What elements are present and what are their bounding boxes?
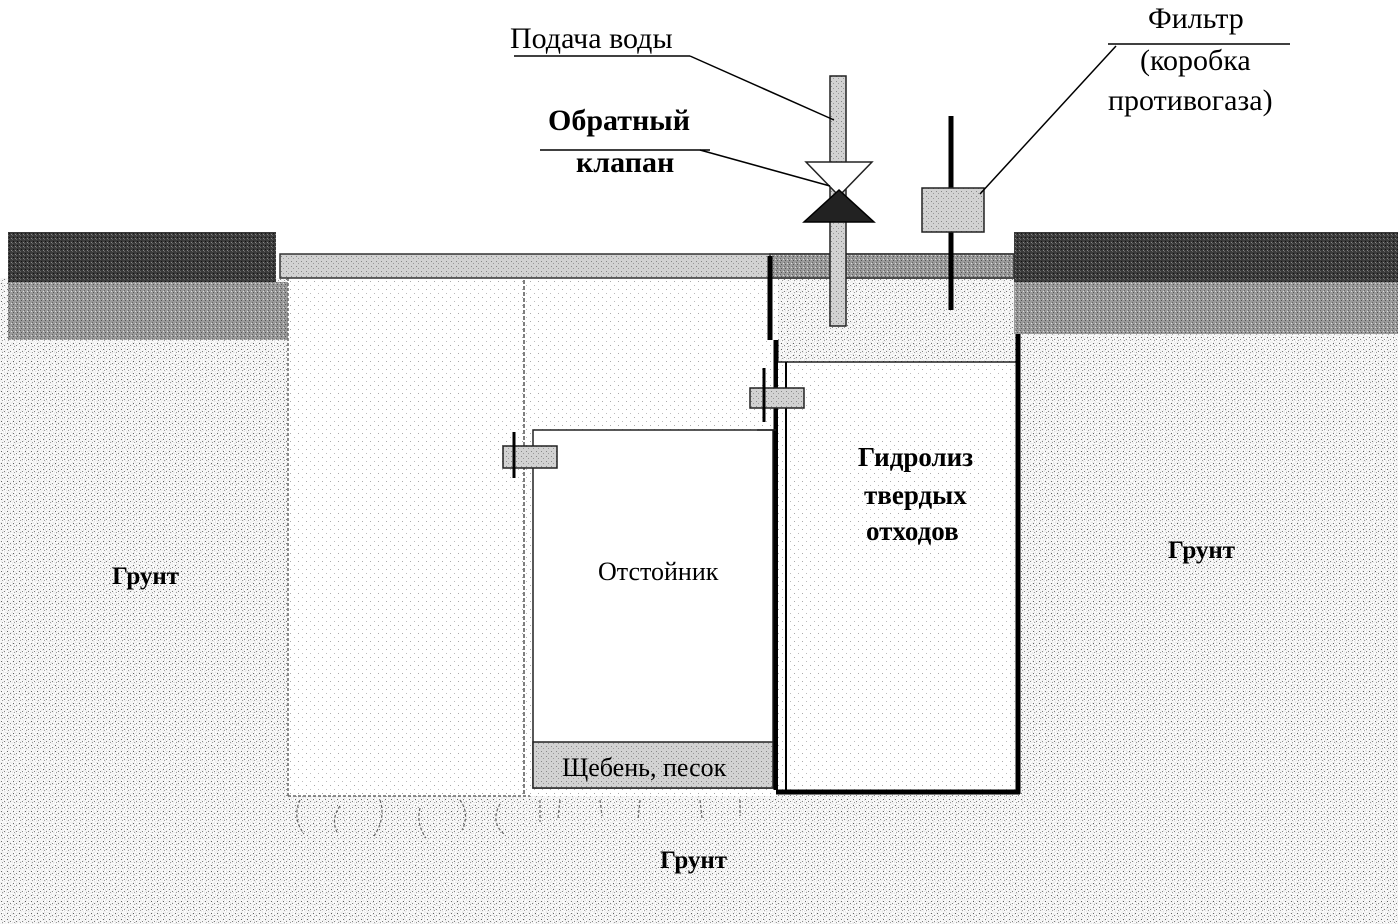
label-hydrolysis-line3: отходов — [866, 516, 959, 546]
surface-topsoil-left — [8, 232, 276, 282]
label-hydrolysis-line1: Гидролиз — [858, 442, 973, 472]
check-valve-lower-cone — [802, 188, 876, 223]
check-valve-upper-cone — [804, 161, 874, 198]
filter-box — [921, 187, 985, 233]
gravel-sand-layer — [532, 741, 774, 789]
label-filter-line2: (коробка — [1140, 44, 1251, 77]
label-check-valve-line1: Обратный — [548, 104, 690, 137]
label-hydrolysis-line2: твердых — [864, 480, 967, 510]
label-soil-bottom: Грунт — [660, 847, 727, 874]
surface-subsoil-left — [8, 282, 288, 340]
seepage-marks — [296, 799, 741, 839]
label-check-valve-line2: клапан — [576, 146, 674, 179]
hydrolysis-chamber — [778, 362, 1018, 792]
settler-inlet-pipe — [502, 445, 558, 469]
label-settler: Отстойник — [598, 557, 719, 586]
label-soil-left: Грунт — [112, 563, 179, 590]
leader-water-supply-diag — [689, 55, 835, 121]
settler-tank — [532, 429, 774, 789]
surface-subsoil-right — [1014, 282, 1398, 334]
label-water-supply: Подача воды — [510, 22, 673, 55]
label-gravel-sand: Щебень, песок — [562, 753, 727, 782]
transfer-pipe — [749, 387, 805, 409]
label-filter-line1: Фильтр — [1148, 2, 1244, 35]
label-soil-right: Грунт — [1168, 537, 1235, 564]
surface-topsoil-right — [1014, 232, 1398, 282]
leader-check-valve-diag — [699, 149, 831, 187]
cover-slab-right-section — [769, 253, 1015, 279]
label-filter-line3: противогаза) — [1108, 84, 1273, 117]
leader-filter-diag — [979, 45, 1117, 195]
